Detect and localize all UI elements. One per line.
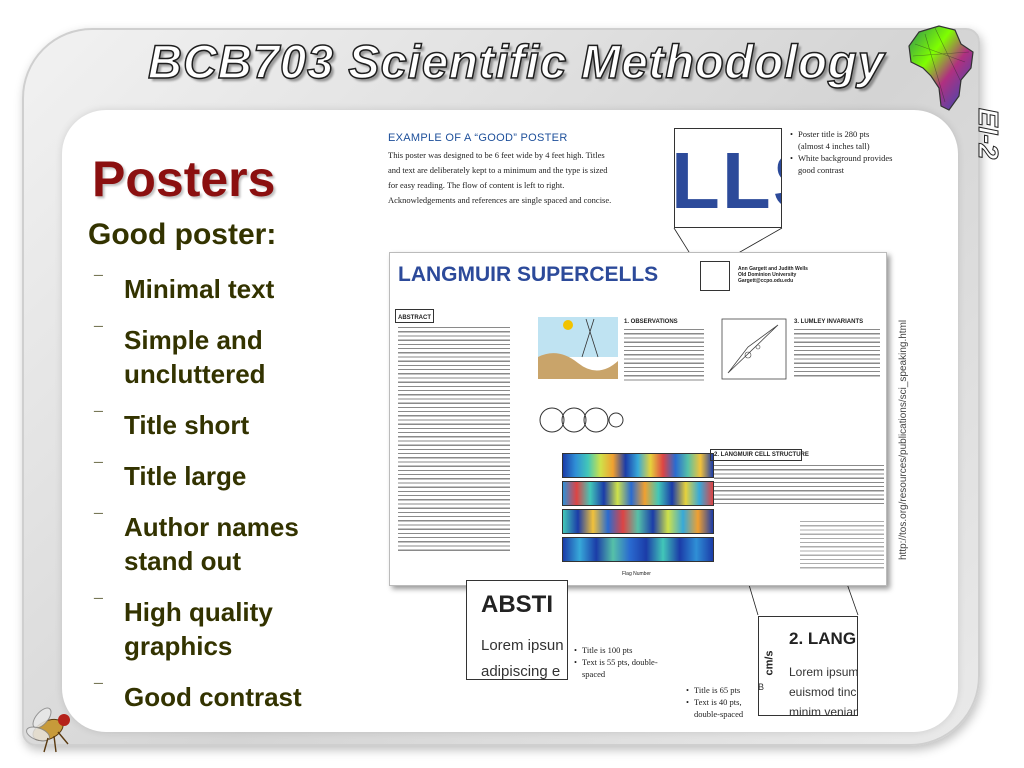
bullet-text: Title large — [124, 461, 247, 491]
example-poster-figure: EXAMPLE OF A “GOOD” POSTER This poster w… — [376, 120, 896, 720]
bullet-text-continued: graphics — [124, 631, 233, 661]
bullet-text: Good contrast — [124, 682, 302, 712]
poster-section-langmuir: 2. LANGMUIR CELL STRUCTURE — [714, 452, 809, 458]
poster-references-text — [800, 521, 884, 571]
bullet-item: ¯ Good contrast — [94, 680, 364, 714]
section-size-notes: Title is 65 pts Text is 40 pts, double-s… — [686, 684, 766, 720]
bullet-marker: ¯ — [94, 461, 103, 478]
poster-affiliation: Old Dominion University — [738, 272, 797, 278]
bullet-text: High quality — [124, 597, 273, 627]
example-description: This poster was designed to be 6 feet wi… — [388, 150, 612, 205]
poster-heatmap-figure — [562, 453, 714, 565]
bullet-marker: ¯ — [94, 512, 103, 529]
heatmap-strip — [562, 481, 714, 506]
bullet-item: ¯ Title short — [94, 408, 364, 442]
slide-number: EI-2 — [973, 108, 1005, 160]
note-item: Title is 65 pts — [686, 684, 766, 696]
poster-email: Gargett@ccpo.odu.edu — [738, 278, 794, 284]
poster-section-observations: 1. OBSERVATIONS — [624, 319, 678, 325]
section-zoom-axis: cm/s — [763, 650, 776, 676]
bullet-text: Simple and — [124, 325, 263, 355]
poster-langmuir-text — [714, 465, 884, 507]
note-item: White background provides good contrast — [790, 152, 894, 176]
section-zoom-line: minim veniam — [789, 705, 858, 716]
bullet-text: Minimal text — [124, 274, 275, 304]
slide-subheading: Good poster: — [88, 218, 277, 251]
title-size-notes: Poster title is 280 pts (almost 4 inches… — [790, 128, 894, 176]
poster-section-lumley: 3. LUMLEY INVARIANTS — [794, 319, 864, 325]
fruit-fly-icon — [26, 707, 70, 753]
poster-author-names: Ann Gargett and Judith Wells — [738, 266, 808, 272]
poster-diagram-figure — [538, 317, 618, 379]
section-zoom-line: Lorem ipsum — [789, 665, 858, 679]
abstract-zoom-marker — [395, 309, 434, 323]
section-zoom-heading: 2. LANG — [789, 629, 857, 648]
section-zoom-marker — [710, 449, 802, 461]
bullet-item: ¯ Author names stand out — [94, 510, 364, 578]
title-zoom-text: LLS — [674, 136, 781, 225]
slide-heading: Posters — [92, 151, 276, 207]
section-zoom-box: 2. LANG cm/s Lorem ipsum euismod tinci m… — [758, 616, 858, 716]
title-zoom-box: LLS — [674, 128, 782, 228]
heatmap-strip — [562, 453, 714, 478]
abstract-size-notes: Title is 100 pts Text is 55 pts, double-… — [574, 644, 664, 680]
poster-lumley-text — [794, 329, 880, 379]
bullet-marker: ¯ — [94, 325, 103, 342]
bullet-text: Author names — [124, 512, 299, 542]
bullet-marker: ¯ — [94, 274, 103, 291]
bullet-item: ¯ Simple and uncluttered — [94, 323, 364, 391]
poster-abstract-text — [398, 327, 510, 553]
heatmap-strip — [562, 509, 714, 534]
poster-authors: Ann Gargett and Judith Wells Old Dominio… — [738, 266, 808, 284]
abstract-zoom-heading: ABSTI — [481, 591, 553, 618]
abstract-zoom-line: Lorem ipsun — [481, 637, 564, 654]
note-item: Text is 55 pts, double-spaced — [574, 656, 664, 680]
abstract-zoom-box: ABSTI Lorem ipsun adipiscing e — [466, 580, 568, 680]
bullet-marker: ¯ — [94, 410, 103, 427]
poster-abstract-heading: ABSTRACT — [398, 315, 431, 321]
poster-xaxis-label: Flag Number — [622, 571, 651, 577]
heatmap-strip — [562, 537, 714, 562]
poster-circulation-figure — [539, 407, 624, 433]
note-item: Title is 100 pts — [574, 644, 664, 656]
africa-logo-icon — [908, 25, 974, 111]
poster-title: LANGMUIR SUPERCELLS — [398, 263, 659, 286]
course-title: BCB703 Scientific Methodology — [147, 34, 885, 89]
bullet-text-continued: stand out — [124, 546, 241, 576]
bullet-marker: ¯ — [94, 682, 103, 699]
title-zoom-marker — [700, 261, 730, 291]
bullet-text: Title short — [124, 410, 250, 440]
section-zoom-line: euismod tinci — [789, 685, 858, 699]
note-item: Poster title is 280 pts (almost 4 inches… — [790, 128, 894, 152]
note-item: Text is 40 pts, double-spaced — [686, 696, 766, 720]
mini-poster: LANGMUIR SUPERCELLS Ann Gargett and Judi… — [389, 252, 887, 586]
example-label: EXAMPLE OF A “GOOD” POSTER — [388, 132, 568, 144]
bullet-item: ¯ High quality graphics — [94, 595, 364, 663]
poster-scatter-figure — [721, 318, 787, 380]
bullet-item: ¯ Title large — [94, 459, 364, 493]
bullet-list: ¯ Minimal text ¯ Simple and uncluttered ¯ Ti… — [94, 272, 364, 731]
source-url: http://tos.org/resources/publications/sc… — [898, 319, 909, 560]
abstract-zoom-line: adipiscing e — [481, 663, 561, 680]
poster-observations-text — [624, 329, 704, 381]
bullet-item: ¯ Minimal text — [94, 272, 364, 306]
bullet-marker: ¯ — [94, 597, 103, 614]
bullet-text-continued: uncluttered — [124, 359, 266, 389]
